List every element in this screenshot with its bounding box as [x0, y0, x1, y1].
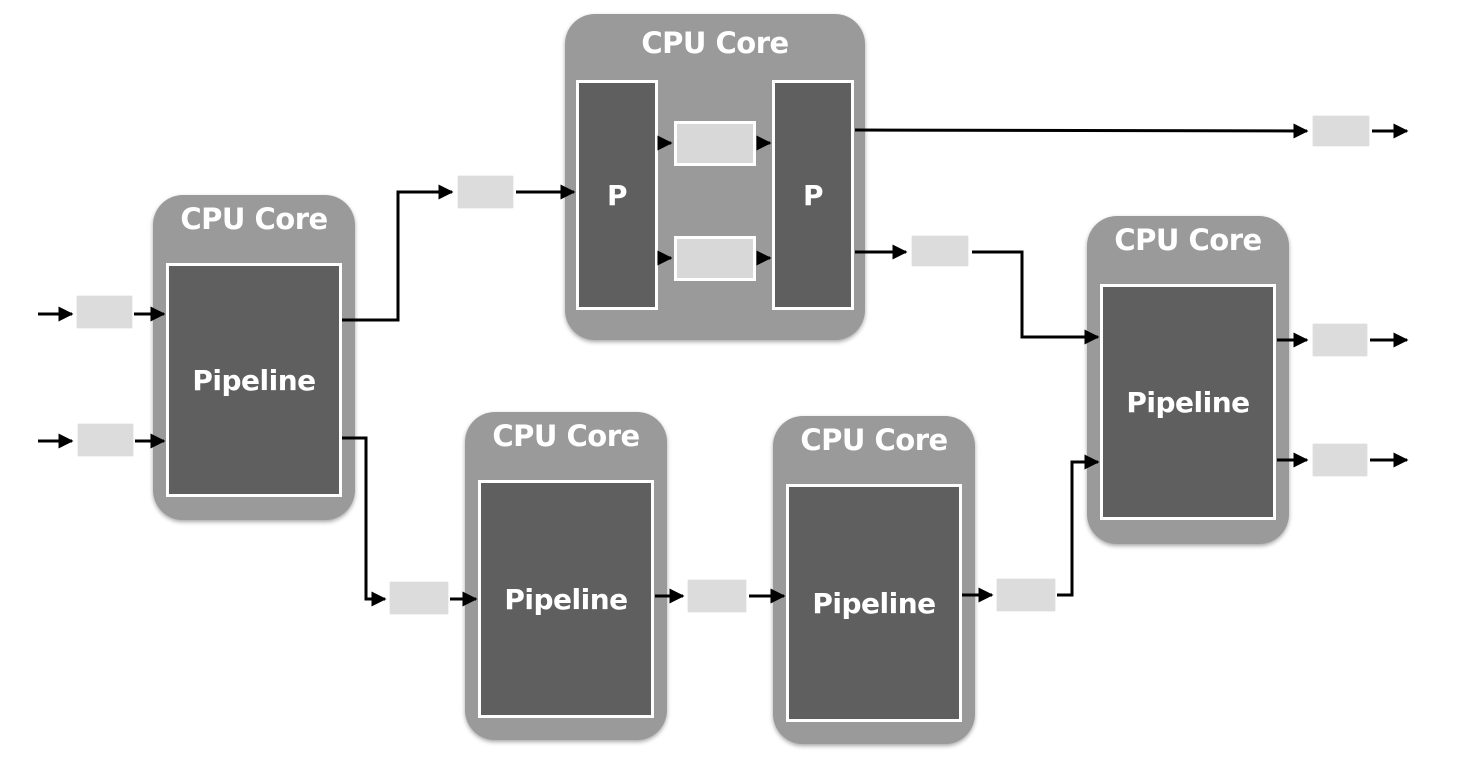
- core-title: CPU Core: [492, 419, 640, 453]
- queue-input-top: [77, 296, 132, 328]
- queue-output-right-2: [1313, 444, 1367, 476]
- queue-inner-top: [674, 121, 756, 166]
- core-title: CPU Core: [1114, 223, 1262, 257]
- queue-to-right-core: [912, 236, 968, 266]
- queue-input-bottom: [78, 424, 133, 456]
- pipeline-block-left: Pipeline: [166, 263, 342, 497]
- p-stage-left: P: [576, 80, 658, 310]
- pipeline-block-right: Pipeline: [1100, 284, 1276, 520]
- pipeline-block-bottom-1: Pipeline: [478, 480, 654, 718]
- core-title: CPU Core: [180, 202, 328, 236]
- queue-output-top: [1313, 116, 1369, 146]
- core-title: CPU Core: [641, 26, 789, 60]
- arrow-left-core-to-queue-top: [342, 184, 454, 322]
- p-stage-right: P: [772, 80, 854, 310]
- queue-output-right-1: [1313, 324, 1367, 356]
- core-title: CPU Core: [800, 423, 948, 457]
- arrow-p-right-to-output-top: [854, 123, 1309, 139]
- queue-inner-bottom: [674, 236, 756, 281]
- queue-from-bottom-2: [997, 579, 1055, 611]
- queue-between-bottom: [688, 580, 746, 612]
- queue-to-bottom-1: [390, 582, 448, 614]
- arrow-left-core-to-bottom: [342, 436, 387, 607]
- arrow-queue-to-right-core-top: [972, 250, 1100, 345]
- pipeline-block-bottom-2: Pipeline: [786, 484, 962, 722]
- queue-to-parallel: [458, 176, 513, 208]
- arrow-queue-to-right-core-bottom: [1057, 454, 1100, 597]
